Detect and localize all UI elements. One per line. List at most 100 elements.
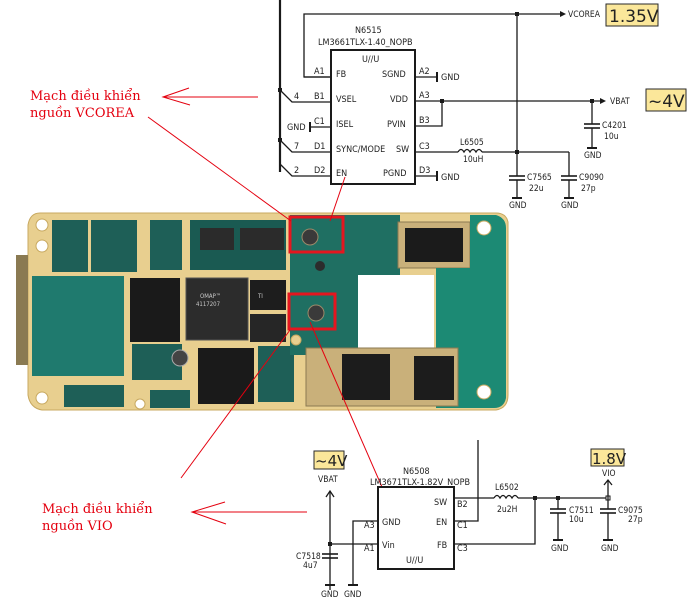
pcb-cutout	[358, 275, 434, 351]
inductor-l6502-ref: L6502	[495, 483, 519, 493]
pin-fb: FB	[336, 70, 346, 80]
badge-vbat-top-text: ~4V	[648, 92, 685, 112]
mounting-hole	[134, 398, 146, 410]
wire-d1	[279, 139, 330, 153]
net-vbat-top: VBAT	[610, 97, 630, 107]
badge-vio	[590, 448, 625, 467]
pcb-connector	[240, 228, 284, 250]
ball-a3-bottom: A3	[364, 521, 375, 531]
ball-c3-bottom: C3	[457, 544, 468, 554]
pcb-module	[91, 220, 137, 272]
inductor-l6505	[457, 148, 483, 154]
inductor-l6502-value: 2u2H	[497, 505, 517, 515]
cap-c7511-value: 10u	[569, 515, 584, 525]
net-label-b1: 4	[294, 92, 299, 102]
pcb-module	[150, 220, 182, 270]
pcb-chip	[414, 356, 454, 400]
net-a2-gnd: GND	[441, 73, 460, 83]
pin-sw-bottom: SW	[434, 498, 447, 508]
pcb-chip	[250, 314, 286, 342]
arrow-vcorea	[560, 11, 566, 17]
annotation-vio-line1: Mạch điều khiển	[42, 501, 153, 517]
pin-sgnd: SGND	[382, 70, 406, 80]
cpu-label-part: 4117207	[196, 301, 220, 308]
cap-c9075-value: 27p	[628, 515, 643, 525]
net-c1-gnd: GND	[287, 123, 306, 133]
ball-c3: C3	[419, 142, 430, 152]
pin-pvin: PVIN	[387, 120, 406, 130]
ball-b1: B1	[314, 92, 325, 102]
badge-vio-text: 1.8V	[592, 450, 627, 468]
net-d3-gnd: GND	[441, 173, 460, 183]
mounting-hole	[290, 334, 302, 346]
gnd-c9075: GND	[601, 544, 619, 554]
pcb-memory-chip	[130, 278, 180, 342]
cap-c9090-ref: C9090	[579, 173, 604, 183]
pcb-rf-chip	[405, 228, 463, 262]
pcb-module	[64, 385, 124, 407]
annotations: Mạch điều khiển nguồn VCOREA Mạch điều k…	[30, 87, 390, 534]
gnd-c7565: GND	[509, 201, 527, 211]
chip-bottom-package: U//U	[406, 556, 423, 566]
gnd-a3: GND	[344, 590, 362, 600]
annotation-vcorea-line1: Mạch điều khiển	[30, 88, 141, 104]
ball-d2: D2	[314, 166, 325, 176]
net-vio: VIO	[602, 469, 616, 479]
highlight-box-vio	[287, 292, 337, 331]
inductor-l6502	[493, 494, 519, 500]
badge-vbat-top	[645, 88, 687, 112]
net-vbat-bottom: VBAT	[318, 475, 338, 485]
wire-d2	[279, 163, 330, 177]
gnd-c7511: GND	[551, 544, 569, 554]
net-label-d1: 7	[294, 142, 299, 152]
chip-top-body	[330, 49, 416, 185]
chip-bottom-part: LM3671TLX-1.82V_NOPB	[370, 478, 470, 488]
cpu-label-omap: OMAP™	[200, 293, 221, 300]
mounting-hole	[476, 220, 492, 236]
pin-en: EN	[336, 169, 347, 179]
inductor-l6505-ref: L6505	[460, 138, 484, 148]
chip-top-part: LM3661TLX-1.40_NOPB	[318, 38, 413, 48]
gnd-c4201: GND	[584, 151, 602, 161]
pin-vsel: VSEL	[336, 95, 357, 105]
gnd-c7518: GND	[321, 590, 339, 600]
pin-fb-bottom: FB	[437, 541, 447, 551]
ball-b3: B3	[419, 116, 430, 126]
pcb-inductor-vcorea	[301, 228, 319, 246]
pin-isel: ISEL	[336, 120, 354, 130]
annotation-vio-line2: nguồn VIO	[42, 518, 113, 534]
junction-dot	[440, 99, 444, 103]
pin-pgnd: PGND	[383, 169, 406, 179]
pcb-inductor-vio	[307, 304, 325, 322]
pcb-board: OMAP™ 4117207 TI	[16, 212, 509, 411]
pcb-component	[171, 349, 189, 367]
pointer-line-chip-top	[329, 176, 346, 222]
cap-c4201-ref: C4201	[602, 121, 627, 131]
arrowhead-icon	[190, 501, 227, 525]
annotation-vcorea-line2: nguồn VCOREA	[30, 105, 135, 121]
chip-top-package: U//U	[362, 55, 379, 65]
pcb-component	[315, 261, 325, 271]
net-vcorea: VCOREA	[568, 10, 601, 20]
pointer-line-vcorea	[147, 116, 292, 222]
pin-sync-mode: SYNC/MODE	[336, 145, 385, 155]
badge-vbat-bottom	[313, 450, 345, 470]
cap-c9075-ref: C9075	[618, 506, 643, 516]
badge-vcorea	[605, 3, 659, 27]
chip-bottom-ref: N6508	[403, 467, 430, 477]
badge-vcorea-text: 1.35V	[609, 7, 659, 27]
pin-sw: SW	[396, 145, 409, 155]
mounting-hole	[35, 391, 49, 405]
highlight-box-vcorea	[288, 215, 345, 254]
arrow-up-icon	[603, 478, 613, 486]
pcb-module	[52, 220, 88, 272]
wire-b1	[279, 89, 330, 103]
mounting-hole	[35, 239, 49, 253]
pin-gnd-bottom: GND	[382, 518, 401, 528]
pin-en-bottom: EN	[436, 518, 447, 528]
arrow-vbat	[600, 98, 606, 104]
chip-top-ref: N6515	[355, 26, 382, 36]
gnd-c9090: GND	[561, 201, 579, 211]
ball-d1: D1	[314, 142, 325, 152]
ball-a3: A3	[419, 91, 430, 101]
